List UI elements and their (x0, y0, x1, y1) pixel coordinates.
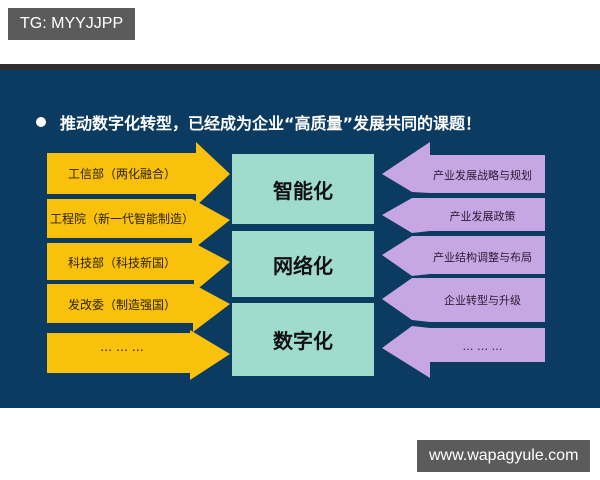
headline-text: 推动数字化转型，已经成为企业“高质量”发展共同的课题！ (60, 114, 482, 133)
center-box-intelligent: 智能化 (232, 154, 374, 224)
left-arrow-label: 发改委（制造强国） (67, 298, 176, 312)
left-arrow-1 (47, 142, 230, 206)
watermark-top: TG: MYYJJPP (8, 8, 136, 40)
right-arrow-label: 产业结构调整与布局 (433, 251, 532, 264)
left-arrow-5 (47, 330, 230, 380)
right-arrow-label: 产业发展战略与规划 (433, 169, 532, 182)
right-arrow-1 (382, 142, 545, 193)
left-arrow-label: … … … (100, 340, 144, 354)
center-box-networked: 网络化 (232, 231, 374, 297)
left-arrow-4 (47, 284, 230, 332)
left-arrow-label: 工信部（两化融合） (67, 167, 176, 181)
right-arrow-label: 产业发展政策 (449, 210, 516, 223)
right-arrow-3 (382, 236, 545, 276)
watermark-bottom: www.wapagyule.com (417, 440, 591, 472)
left-arrow-label: 科技部（科技新国） (67, 256, 176, 270)
bullet-icon (36, 117, 46, 127)
center-box-digital: 数字化 (232, 303, 374, 376)
right-arrow-label: 企业转型与升级 (444, 294, 521, 307)
left-arrow-2 (47, 199, 230, 250)
left-arrow-label: 工程院（新一代智能制造） (49, 212, 194, 226)
right-arrow-2 (382, 198, 545, 233)
right-arrow-5 (382, 326, 545, 378)
right-arrow-4 (382, 278, 545, 322)
panel-top-border (0, 64, 600, 70)
right-arrow-label: … … … (462, 340, 503, 353)
left-arrow-3 (47, 243, 230, 292)
headline: 推动数字化转型，已经成为企业“高质量”发展共同的课题！ (36, 110, 481, 134)
